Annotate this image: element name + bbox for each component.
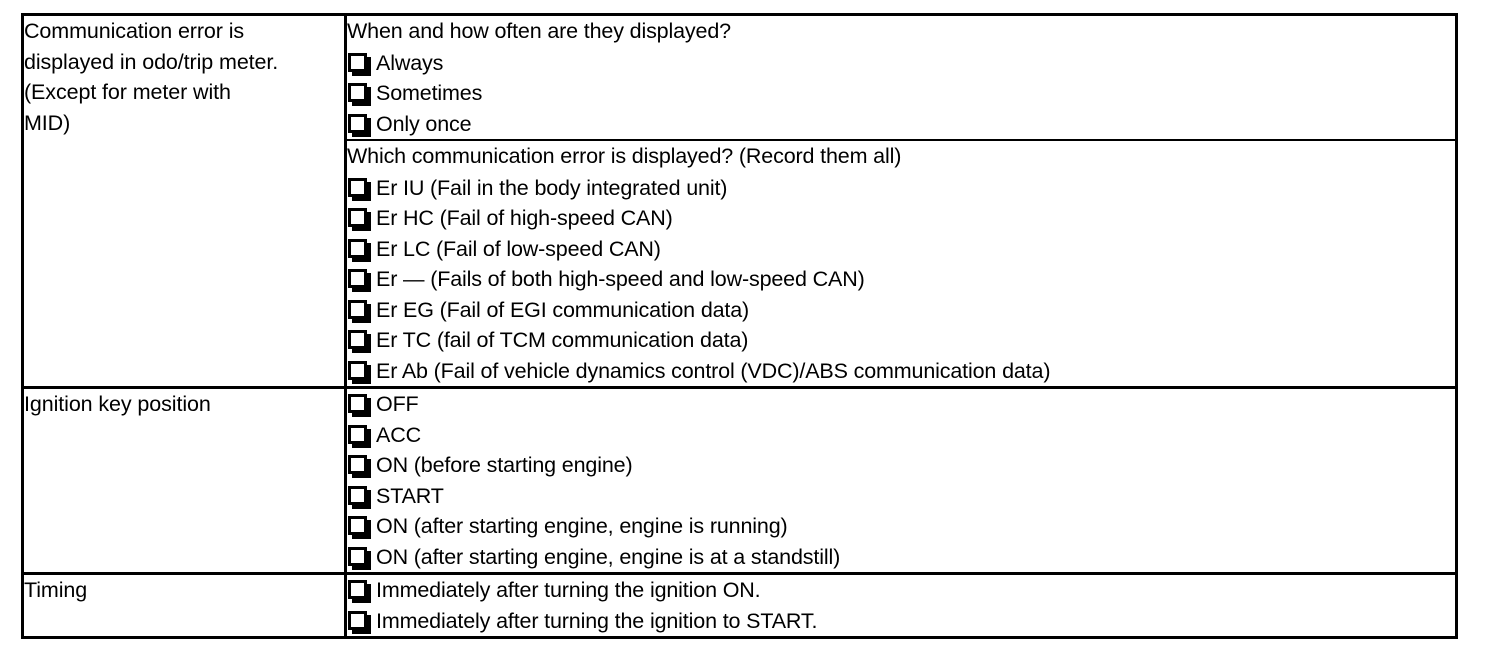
option-label: ON (after starting engine, engine is run… bbox=[376, 514, 788, 538]
list-item[interactable]: Er TC (fail of TCM communication data) bbox=[347, 325, 1455, 356]
table-row: Which communication error is displayed? … bbox=[23, 139, 1457, 388]
option-label: Er LC (Fail of low-speed CAN) bbox=[376, 236, 661, 261]
option-list-timing: Immediately after turning the ignition O… bbox=[347, 575, 1455, 636]
option-label: Er TC (fail of TCM communication data) bbox=[376, 328, 749, 352]
table-row: Communication error is displayed in odo/… bbox=[22, 14, 1457, 388]
list-item[interactable]: Er Ab (Fail of vehicle dynamics control … bbox=[347, 356, 1455, 387]
list-item[interactable]: ACC bbox=[347, 420, 1455, 451]
row-label-ignition-key-position: Ignition key position bbox=[24, 392, 211, 416]
empty-checkbox-icon[interactable] bbox=[348, 113, 367, 133]
list-item[interactable]: Er LC (Fail of low-speed CAN) bbox=[347, 234, 1455, 265]
empty-checkbox-icon[interactable] bbox=[348, 485, 367, 505]
option-label: Er HC (Fail of high-speed CAN) bbox=[376, 206, 673, 230]
option-list-display-frequency: Always Sometimes Only once bbox=[347, 48, 1455, 140]
empty-checkbox-icon[interactable] bbox=[348, 394, 367, 413]
option-label: OFF bbox=[376, 392, 419, 416]
empty-checkbox-icon[interactable] bbox=[348, 360, 367, 380]
empty-checkbox-icon[interactable] bbox=[348, 208, 367, 227]
option-label: Sometimes bbox=[376, 81, 483, 105]
question-display-frequency: When and how often are they displayed? bbox=[347, 19, 731, 43]
field-cell-error-codes: Which communication error is displayed? … bbox=[345, 139, 1457, 388]
field-cell-timing: Immediately after turning the ignition O… bbox=[345, 572, 1457, 638]
option-list-error-codes: Er IU (Fail in the body integrated unit)… bbox=[347, 173, 1455, 387]
empty-checkbox-icon[interactable] bbox=[348, 455, 367, 474]
list-item[interactable]: Er HC (Fail of high-speed CAN) bbox=[347, 203, 1455, 234]
list-item[interactable]: Immediately after turning the ignition O… bbox=[347, 575, 1455, 606]
row-label-cell-communication-error: Communication error is displayed in odo/… bbox=[22, 14, 347, 388]
list-item[interactable]: START bbox=[347, 481, 1455, 512]
table-row: Ignition key position OFF ACC bbox=[22, 386, 1457, 574]
row-label-cell-timing: Timing bbox=[22, 572, 347, 638]
option-label: Er Ab (Fail of vehicle dynamics control … bbox=[376, 358, 1051, 383]
list-item[interactable]: ON (before starting engine) bbox=[347, 450, 1455, 481]
option-label: ON (before starting engine) bbox=[376, 453, 633, 477]
option-label: Er — (Fails of both high-speed and low-s… bbox=[376, 267, 865, 291]
list-item[interactable]: ON (after starting engine, engine is at … bbox=[347, 542, 1455, 573]
option-label: ACC bbox=[376, 422, 421, 447]
field-cell-ignition-key-position: OFF ACC ON (before starting engine) bbox=[345, 386, 1457, 574]
option-label: Always bbox=[376, 50, 444, 75]
empty-checkbox-icon[interactable] bbox=[348, 330, 367, 349]
empty-checkbox-icon[interactable] bbox=[348, 269, 367, 288]
field-cell-display-frequency: When and how often are they displayed? A… bbox=[346, 15, 1457, 141]
option-label: START bbox=[376, 483, 444, 508]
list-item[interactable]: Er EG (Fail of EGI communication data) bbox=[347, 295, 1455, 326]
option-label: Immediately after turning the ignition O… bbox=[376, 578, 761, 602]
row-label-communication-error: Communication error is displayed in odo/… bbox=[24, 19, 279, 135]
empty-checkbox-icon[interactable] bbox=[348, 83, 367, 102]
list-item[interactable]: Always bbox=[347, 48, 1455, 79]
option-label: Er IU (Fail in the body integrated unit) bbox=[376, 175, 728, 200]
question-error-codes: Which communication error is displayed? … bbox=[347, 144, 902, 168]
inspection-checklist-table: Communication error is displayed in odo/… bbox=[21, 13, 1458, 639]
list-item[interactable]: Er — (Fails of both high-speed and low-s… bbox=[347, 264, 1455, 295]
empty-checkbox-icon[interactable] bbox=[348, 516, 367, 535]
empty-checkbox-icon[interactable] bbox=[348, 238, 367, 258]
option-list-ignition-key-position: OFF ACC ON (before starting engine) bbox=[347, 389, 1455, 572]
option-label: ON (after starting engine, engine is at … bbox=[376, 544, 841, 569]
list-item[interactable]: ON (after starting engine, engine is run… bbox=[347, 511, 1455, 542]
option-label: Er EG (Fail of EGI communication data) bbox=[376, 297, 750, 322]
list-item[interactable]: Sometimes bbox=[347, 78, 1455, 109]
empty-checkbox-icon[interactable] bbox=[348, 299, 367, 319]
empty-checkbox-icon[interactable] bbox=[348, 580, 367, 599]
empty-checkbox-icon[interactable] bbox=[348, 52, 367, 72]
row-label-cell-ignition-key-position: Ignition key position bbox=[22, 386, 347, 574]
row-label-timing: Timing bbox=[24, 578, 88, 602]
list-item[interactable]: Immediately after turning the ignition t… bbox=[347, 606, 1455, 637]
empty-checkbox-icon[interactable] bbox=[348, 546, 367, 566]
list-item[interactable]: Er IU (Fail in the body integrated unit) bbox=[347, 173, 1455, 204]
empty-checkbox-icon[interactable] bbox=[348, 424, 367, 444]
option-label: Immediately after turning the ignition t… bbox=[376, 608, 818, 633]
option-label: Only once bbox=[376, 111, 472, 136]
list-item[interactable]: OFF bbox=[347, 389, 1455, 420]
list-item[interactable]: Only once bbox=[347, 109, 1455, 140]
empty-checkbox-icon[interactable] bbox=[348, 610, 367, 630]
table-row: Timing Immediately after turning the ign… bbox=[22, 572, 1457, 638]
empty-checkbox-icon[interactable] bbox=[348, 177, 367, 197]
